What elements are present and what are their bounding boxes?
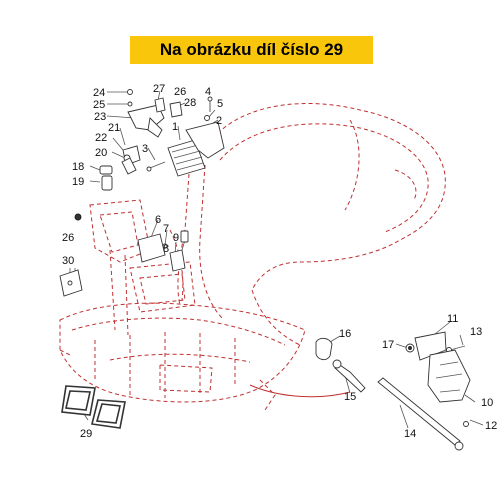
callout-6: 6	[155, 214, 161, 226]
screw-part-4	[207, 96, 213, 112]
cap-part-18	[99, 165, 113, 175]
washer-part-5	[204, 115, 210, 121]
callout-18: 18	[72, 161, 84, 173]
sleeve-part-19	[101, 175, 113, 191]
reflector-part-29	[61, 385, 126, 429]
callout-24: 24	[93, 87, 105, 99]
callout-29: 29	[80, 428, 92, 440]
callout-11: 11	[447, 313, 458, 325]
screw-part-24	[127, 89, 133, 95]
relay-part-8	[169, 249, 186, 272]
callout-16: 16	[339, 328, 351, 340]
callout-26-top: 26	[174, 86, 186, 98]
callout-21: 21	[108, 122, 120, 134]
callout-26-left: 26	[62, 232, 74, 244]
callout-17: 17	[382, 339, 394, 351]
scooter-frame	[59, 102, 446, 411]
leader-lines	[69, 90, 484, 429]
callout-27: 27	[153, 83, 165, 95]
callout-1: 1	[172, 121, 178, 133]
holder-part-20	[121, 157, 137, 175]
callout-3: 3	[142, 143, 148, 155]
callout-8: 8	[163, 243, 169, 255]
screw-part-12	[463, 421, 469, 427]
bracket-part-2	[185, 121, 225, 159]
callout-4: 4	[205, 86, 211, 98]
voltage-regulator-part-1	[167, 139, 206, 177]
callout-12: 12	[485, 420, 497, 432]
pin-part-15	[332, 359, 366, 393]
callout-28: 28	[184, 97, 196, 109]
callout-15: 15	[344, 391, 356, 403]
fitting-part-28	[169, 101, 183, 118]
parts	[59, 89, 471, 451]
callout-22: 22	[95, 132, 107, 144]
callout-10: 10	[481, 397, 493, 409]
rubber-part-16	[315, 337, 333, 361]
washer-part-25	[127, 101, 133, 107]
callout-25: 25	[93, 99, 105, 111]
screw-part-3	[146, 161, 166, 172]
bracket-part-6	[137, 233, 166, 263]
clip-part-27	[154, 97, 166, 113]
callout-20: 20	[95, 147, 107, 159]
bracket-part-30	[59, 269, 83, 297]
sensor-part-10	[427, 349, 471, 403]
rod-part-14	[377, 377, 464, 451]
bracket-part-11	[414, 331, 447, 361]
clip-part-9	[180, 230, 189, 243]
bracket-part-23	[127, 104, 165, 138]
callout-9: 9	[173, 232, 179, 244]
screw-part-7	[162, 243, 168, 249]
callout-labels: 1 2 3 4 5 6 7 8 9 10 11 12 13 14 15 16 1…	[62, 83, 497, 440]
part-number-banner: Na obrázku díl číslo 29	[130, 36, 373, 64]
callout-30: 30	[62, 255, 74, 267]
callout-19: 19	[72, 176, 84, 188]
callout-23: 23	[94, 111, 106, 123]
nut-part-26-left	[74, 213, 82, 221]
callout-14: 14	[404, 428, 416, 440]
callout-5: 5	[217, 98, 223, 110]
callout-13: 13	[470, 326, 482, 338]
clamp-part-17	[405, 343, 415, 353]
callout-7: 7	[163, 223, 169, 235]
callout-2: 2	[216, 115, 222, 127]
